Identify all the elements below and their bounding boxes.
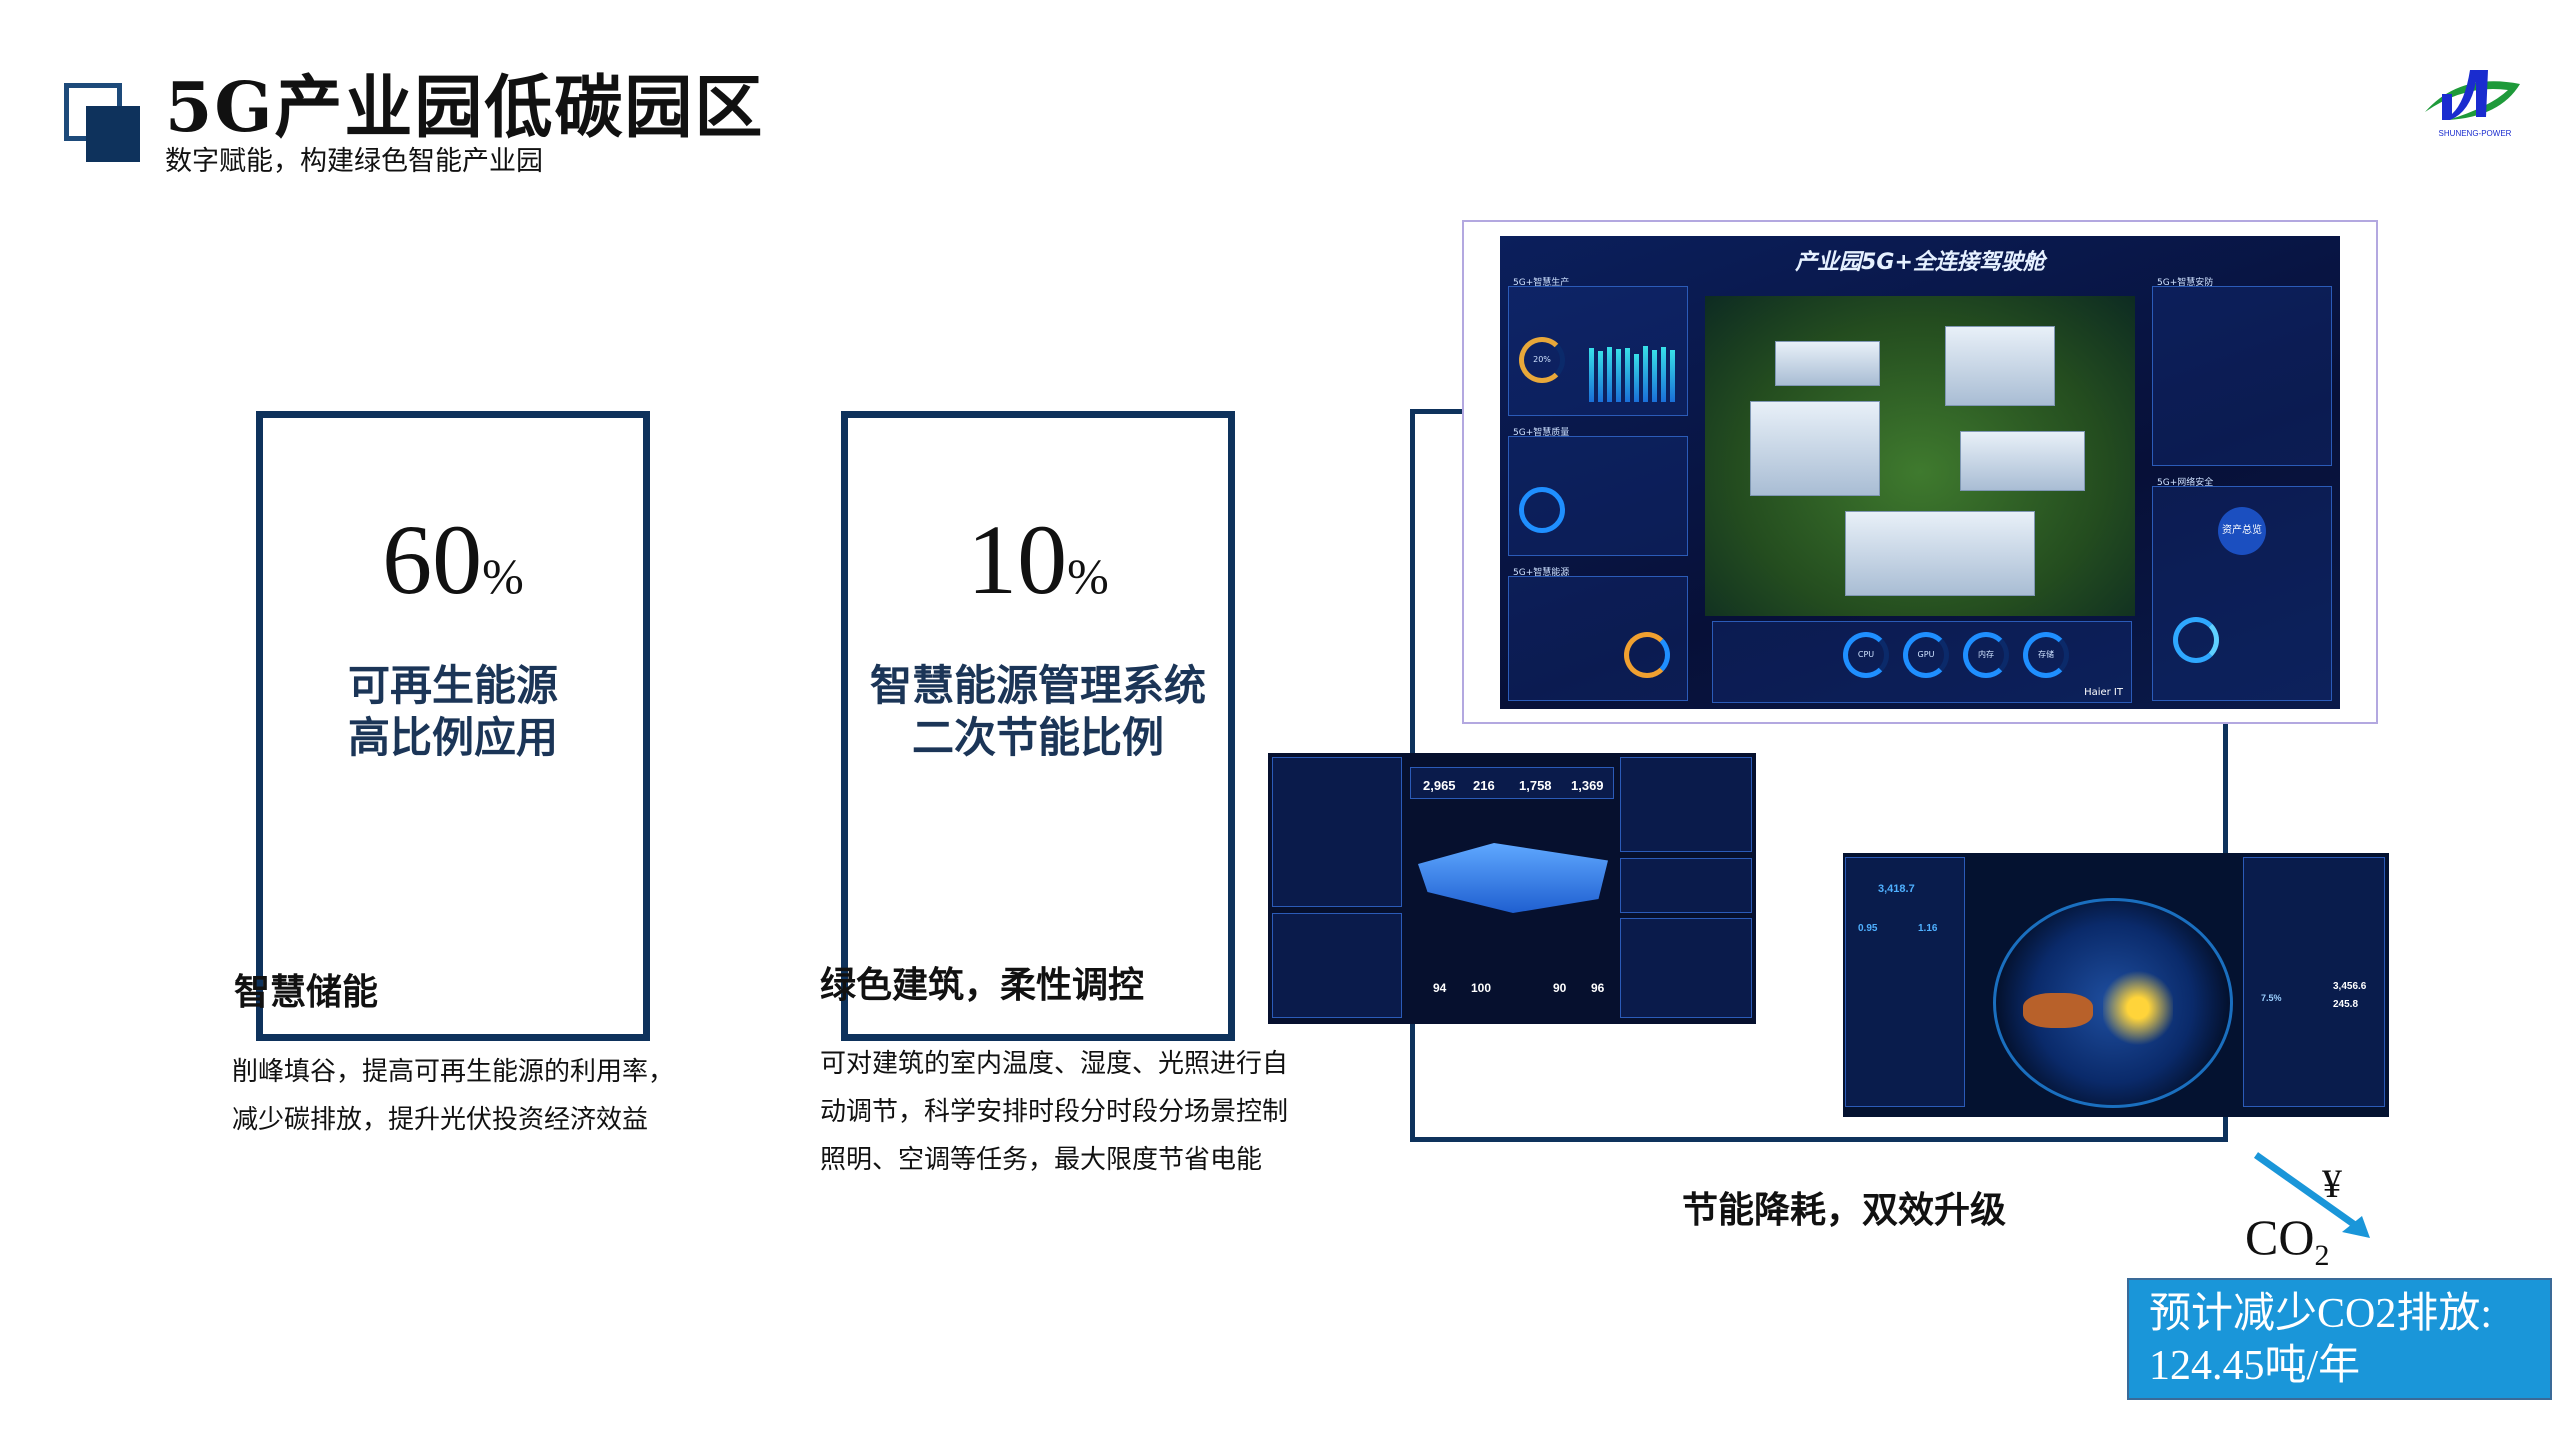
panel-compute: CPU GPU 内存 存储 Haier IT	[1712, 621, 2132, 703]
stat-label: 可再生能源高比例应用	[347, 661, 558, 762]
main-dashboard-screenshot: 产业园5G+全连接驾驶舱 5G+智慧生产 20% 5G+智慧质量 5G+智慧能源…	[1500, 236, 2340, 709]
co2-label: CO2	[2245, 1209, 2330, 1272]
campus-3d-model	[1418, 843, 1608, 913]
stat-label: 智慧能源管理系统二次节能比例	[869, 661, 1206, 762]
page-title: 5G产业园低碳园区	[165, 68, 765, 148]
yuan-symbol: ¥	[2322, 1161, 2342, 1206]
industrial-park-render	[1705, 296, 2135, 616]
shuneng-logo-icon: SHUNENG-POWER	[2425, 70, 2520, 138]
section-heading-building: 绿色建筑，柔性调控	[820, 964, 1145, 1006]
energy-dashboard-screenshot: 2,965 216 1,758 1,369 94 100 90 96	[1268, 753, 1756, 1024]
stat-card-energy-saving: 10% 智慧能源管理系统二次节能比例	[841, 411, 1235, 1041]
bar-chart	[1589, 342, 1684, 402]
panel-network-security: 5G+网络安全 资产总览	[2152, 478, 2332, 701]
section-heading-storage: 智慧储能	[234, 971, 379, 1013]
kpi-strip: 2,965 216 1,758 1,369	[1410, 767, 1614, 799]
carbon-dashboard-screenshot: 3,418.7 0.95 1.16 3,456.6 245.8 7.5%	[1843, 853, 2389, 1117]
panel-quality: 5G+智慧质量	[1508, 428, 1688, 556]
stat-value: 10%	[967, 504, 1109, 615]
svg-text:SHUNENG-POWER: SHUNENG-POWER	[2439, 129, 2512, 138]
panel-security: 5G+智慧安防	[2152, 278, 2332, 466]
stat-value: 60%	[382, 504, 524, 615]
china-map	[1993, 898, 2233, 1108]
co2-reduction-callout: 预计减少CO2排放: 124.45吨/年	[2127, 1278, 2552, 1400]
section-text-building: 可对建筑的室内温度、湿度、光照进行自动调节，科学安排时段分时段分场景控制照明、空…	[820, 1049, 1289, 1175]
panel-production: 5G+智慧生产 20%	[1508, 278, 1688, 416]
down-arrow-icon	[2253, 1152, 2370, 1238]
section-text-storage: 削峰填谷，提高可再生能源的利用率，减少碳排放，提升光伏投资经济效益	[232, 1057, 675, 1135]
stat-card-renewable: 60% 可再生能源高比例应用	[256, 411, 650, 1041]
company-logo: SHUNENG-POWER	[2420, 62, 2530, 140]
page-subtitle: 数字赋能，构建绿色智能产业园	[165, 146, 543, 177]
panel-energy: 5G+智慧能源	[1508, 568, 1688, 701]
section-heading-efficiency: 节能降耗，双效升级	[1682, 1189, 2007, 1231]
dashboard-title: 产业园5G+全连接驾驶舱	[1795, 250, 2045, 275]
title-decoration-filled	[86, 106, 140, 162]
